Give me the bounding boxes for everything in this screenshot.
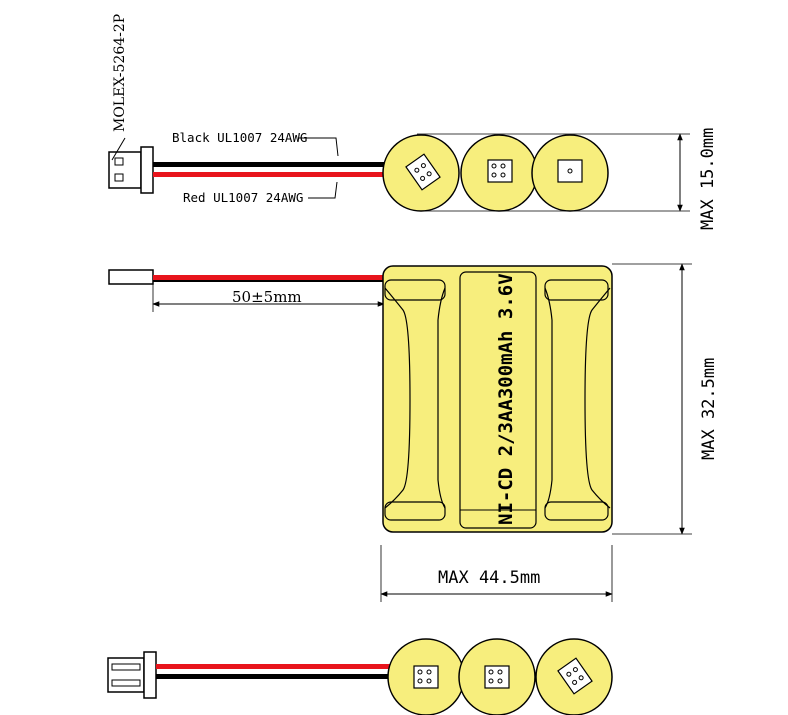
red-wire-bottom xyxy=(156,664,394,669)
red-wire-front xyxy=(153,275,391,280)
molex-connector-bottom xyxy=(107,651,157,699)
cells-top-view xyxy=(382,134,609,212)
connector-leader xyxy=(111,137,126,161)
molex-connector-front xyxy=(108,269,154,285)
battery-pack-body: NI-CD 2/3AA300mAh 3.6V xyxy=(382,265,613,533)
terminal-1-top xyxy=(405,153,441,191)
connector-label: MOLEX-5264-2P xyxy=(112,14,128,132)
thickness-label: MAX 15.0mm xyxy=(698,128,718,230)
wire-length-dimension: 50±5mm xyxy=(152,284,385,312)
black-wire-top xyxy=(153,162,395,167)
bottom-view xyxy=(107,638,613,715)
top-view: MOLEX-5264-2P Black UL1007 24AWG Red UL1… xyxy=(108,14,718,230)
terminal-2-bottom xyxy=(484,665,510,689)
terminal-2-top xyxy=(487,159,513,183)
red-wire-label: Red UL1007 24AWG xyxy=(183,190,303,205)
front-view: 50±5mm NI-CD 2/3AA300mAh 3.6V xyxy=(108,263,719,602)
terminal-1-bottom xyxy=(413,665,439,689)
cell-spec-label: NI-CD 2/3AA300mAh 3.6V xyxy=(495,273,517,525)
height-label: MAX 32.5mm xyxy=(699,358,719,460)
terminal-3-bottom xyxy=(557,657,593,695)
black-wire-label: Black UL1007 24AWG xyxy=(172,130,307,145)
terminal-3-top xyxy=(557,159,583,183)
red-wire-top xyxy=(153,172,395,177)
molex-connector-top xyxy=(108,146,154,194)
black-wire-bottom xyxy=(156,674,394,679)
wire-length-label: 50±5mm xyxy=(232,288,302,306)
black-wire-front xyxy=(153,280,391,282)
thickness-dimension: MAX 15.0mm xyxy=(417,128,718,230)
black-wire-leader xyxy=(298,137,339,157)
width-label: MAX 44.5mm xyxy=(438,568,540,588)
red-wire-leader xyxy=(308,181,338,199)
width-dimension: MAX 44.5mm xyxy=(380,545,613,602)
height-dimension: MAX 32.5mm xyxy=(612,263,719,535)
cells-bottom-view xyxy=(387,638,613,715)
